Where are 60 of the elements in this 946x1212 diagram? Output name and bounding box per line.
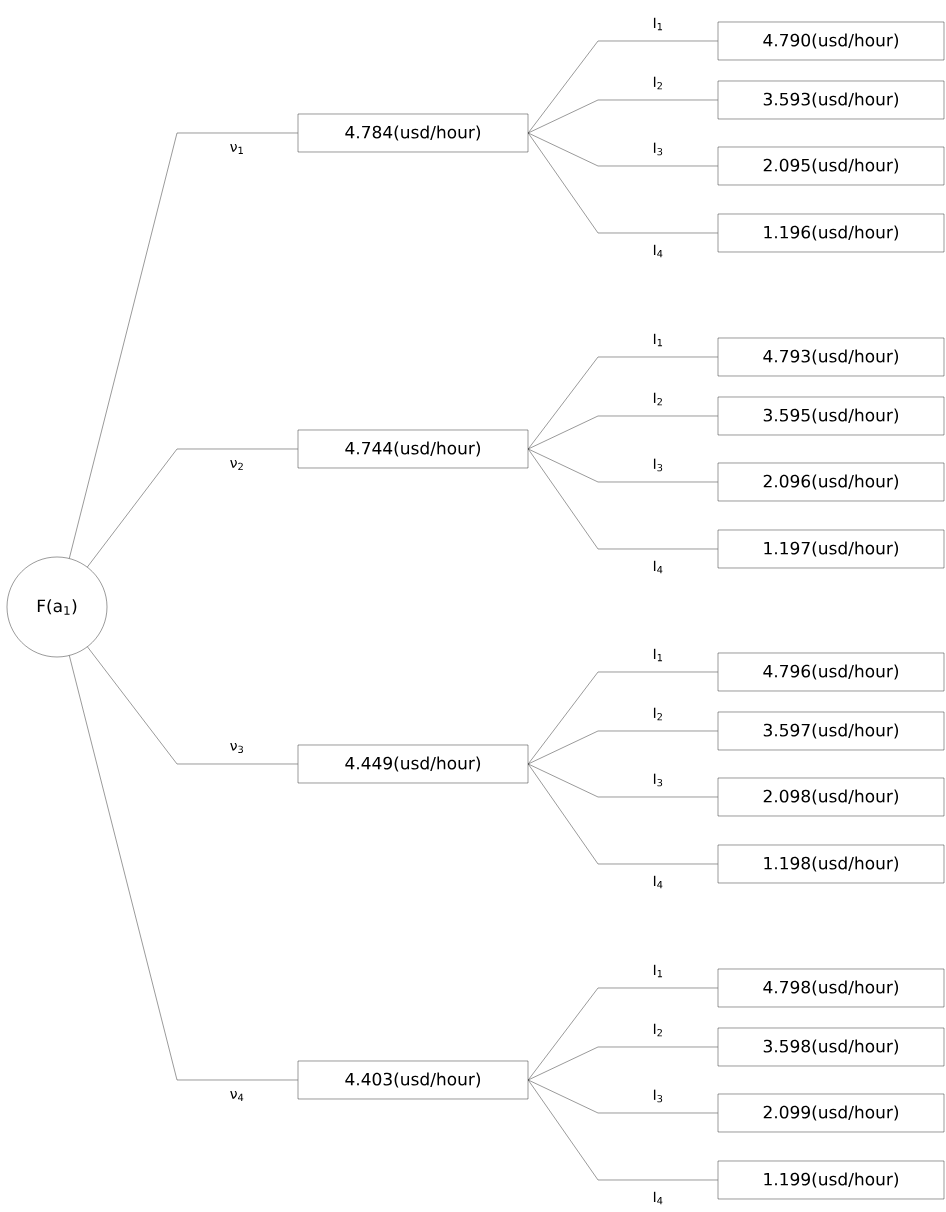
value-box: 3.598(usd/hour) bbox=[717, 1027, 945, 1067]
value-box: 4.784(usd/hour) bbox=[297, 113, 529, 153]
edge-label: I$_{3}$ bbox=[651, 1088, 665, 1104]
edge-label: I$_{2}$ bbox=[651, 391, 665, 407]
branch-line bbox=[528, 132, 718, 167]
value-box: 2.095(usd/hour) bbox=[717, 146, 945, 186]
value-box: 4.796(usd/hour) bbox=[717, 652, 945, 692]
value-box: 3.593(usd/hour) bbox=[717, 80, 945, 120]
branch-line bbox=[528, 415, 718, 450]
branch-line bbox=[69, 132, 298, 559]
edge-label: I$_{2}$ bbox=[651, 1022, 665, 1038]
branch-line bbox=[528, 1079, 718, 1181]
value-box: 2.096(usd/hour) bbox=[717, 462, 945, 502]
value-box: 4.744(usd/hour) bbox=[297, 429, 529, 469]
value-box: 4.449(usd/hour) bbox=[297, 744, 529, 784]
value-box: 1.197(usd/hour) bbox=[717, 529, 945, 569]
edge-label: I$_{4}$ bbox=[651, 1190, 665, 1206]
edge-label: I$_{1}$ bbox=[651, 16, 665, 32]
branch-line bbox=[87, 448, 298, 568]
value-box: 4.798(usd/hour) bbox=[717, 968, 945, 1008]
value-box: 1.199(usd/hour) bbox=[717, 1160, 945, 1200]
value-box: 1.198(usd/hour) bbox=[717, 844, 945, 884]
value-box: 2.098(usd/hour) bbox=[717, 777, 945, 817]
branch-line bbox=[528, 356, 718, 450]
edge-label: I$_{4}$ bbox=[651, 559, 665, 575]
edge-label: ν$_{1}$ bbox=[228, 143, 246, 155]
edge-label: I$_{1}$ bbox=[651, 647, 665, 663]
edge-label: I$_{3}$ bbox=[651, 772, 665, 788]
edge-label: I$_{4}$ bbox=[651, 243, 665, 259]
value-box: 3.595(usd/hour) bbox=[717, 396, 945, 436]
branch-line bbox=[69, 655, 298, 1081]
branch-line bbox=[528, 132, 718, 234]
branch-line bbox=[528, 448, 718, 483]
value-box: 4.793(usd/hour) bbox=[717, 337, 945, 377]
edge-label: ν$_{2}$ bbox=[228, 459, 246, 471]
branch-line bbox=[528, 1079, 718, 1114]
edge-label: I$_{2}$ bbox=[651, 75, 665, 91]
edge-label: ν$_{3}$ bbox=[228, 741, 246, 755]
edge-label: I$_{3}$ bbox=[651, 457, 665, 473]
value-box: 3.597(usd/hour) bbox=[717, 711, 945, 751]
branch-line bbox=[528, 763, 718, 798]
branch-line bbox=[528, 40, 718, 134]
value-box: 1.196(usd/hour) bbox=[717, 213, 945, 253]
branch-line bbox=[528, 763, 718, 865]
branch-line bbox=[528, 99, 718, 134]
branch-line bbox=[528, 987, 718, 1081]
value-box: 4.790(usd/hour) bbox=[717, 21, 945, 61]
branch-line bbox=[87, 646, 298, 765]
branch-line bbox=[528, 730, 718, 765]
branch-line bbox=[528, 448, 718, 550]
edge-label: I$_{1}$ bbox=[651, 963, 665, 979]
branch-line bbox=[528, 671, 718, 765]
edge-label: I$_{2}$ bbox=[651, 706, 665, 722]
edge-label: I$_{3}$ bbox=[651, 141, 665, 157]
branch-line bbox=[528, 1046, 718, 1081]
value-box: 2.099(usd/hour) bbox=[717, 1093, 945, 1133]
edge-label: I$_{4}$ bbox=[651, 874, 665, 890]
edge-label: ν$_{4}$ bbox=[228, 1090, 246, 1102]
edge-label: I$_{1}$ bbox=[651, 332, 665, 348]
value-box: 4.403(usd/hour) bbox=[297, 1060, 529, 1100]
